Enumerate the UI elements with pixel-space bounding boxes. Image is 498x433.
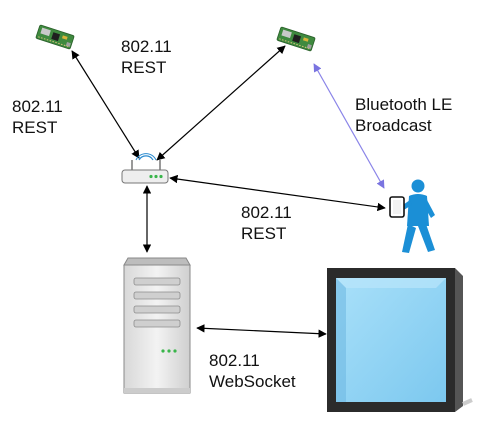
label-line: REST	[241, 224, 287, 243]
label-line: 802.11	[241, 203, 292, 222]
label-bluetooth-protocol: Bluetooth LE Broadcast	[355, 94, 452, 136]
label-sensor-left-protocol: 802.11 REST	[12, 96, 63, 138]
label-phone-protocol: 802.11 REST	[241, 202, 292, 244]
label-line: WebSocket	[209, 372, 296, 391]
label-display-protocol: 802.11 WebSocket	[209, 350, 296, 392]
arrow-sensor-right-router	[156, 45, 286, 161]
wifi-router-icon	[121, 153, 169, 184]
display-screen-icon	[327, 268, 473, 412]
arrow-router-phone	[169, 174, 386, 212]
label-line: REST	[12, 118, 58, 137]
sensor-board-icon	[276, 26, 316, 52]
server-icon	[123, 257, 191, 394]
person-with-tablet-icon	[389, 179, 435, 253]
label-line: 802.11	[209, 351, 260, 370]
label-line: Bluetooth LE	[355, 95, 453, 114]
arrow-server-display	[196, 324, 327, 338]
label-line: Broadcast	[355, 116, 432, 135]
label-line: 802.11	[12, 97, 63, 116]
label-line: REST	[121, 58, 167, 77]
label-sensor-right-protocol: 802.11 REST	[121, 36, 172, 78]
label-line: 802.11	[121, 37, 172, 56]
sensor-board-icon	[35, 24, 75, 50]
arrow-bluetooth	[313, 63, 385, 189]
arrow-sensor-left-router	[71, 50, 140, 159]
